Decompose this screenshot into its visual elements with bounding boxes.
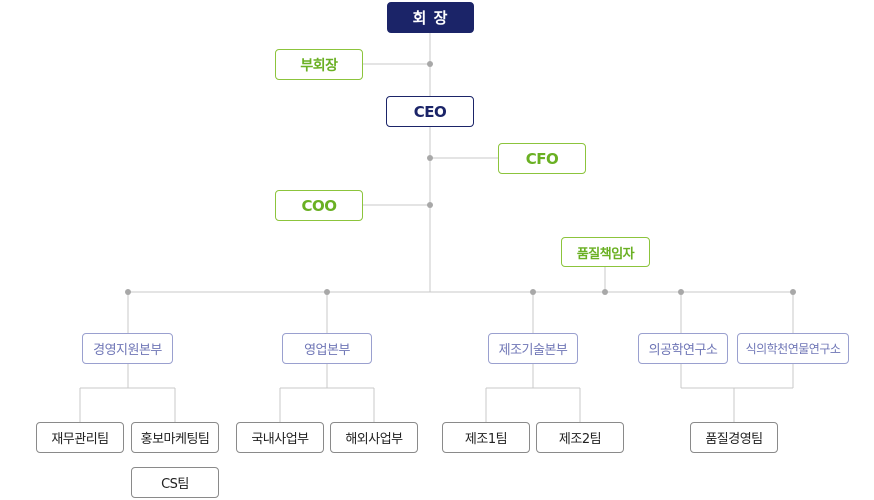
- team-domestic: 국내사업부: [236, 422, 324, 453]
- division-sales: 영업본부: [282, 333, 372, 364]
- quality-manager-box: 품질책임자: [561, 237, 650, 267]
- team-cs: CS팀: [131, 467, 219, 498]
- junction-dots: [125, 61, 796, 295]
- dot-food-lab: [790, 289, 796, 295]
- team-finance: 재무관리팀: [36, 422, 124, 453]
- dot-coo: [427, 202, 433, 208]
- division-management: 경영지원본부: [82, 333, 173, 364]
- dot-management: [125, 289, 131, 295]
- coo-box: COO: [275, 190, 363, 221]
- ceo-box: CEO: [386, 96, 474, 127]
- division-medical-lab: 의공학연구소: [638, 333, 728, 364]
- division-food-lab: 식의학천연물연구소: [737, 333, 849, 364]
- dot-manufacturing: [530, 289, 536, 295]
- cfo-box: CFO: [498, 143, 586, 174]
- dot-medical-lab: [678, 289, 684, 295]
- dot-vice-chairman: [427, 61, 433, 67]
- team-quality: 품질경영팀: [690, 422, 778, 453]
- dot-quality-manager: [602, 289, 608, 295]
- team-mfg2: 제조2팀: [536, 422, 624, 453]
- dot-sales: [324, 289, 330, 295]
- dot-cfo: [427, 155, 433, 161]
- connector-lines: [79, 33, 794, 422]
- vice-chairman-box: 부회장: [275, 49, 363, 80]
- team-mfg1: 제조1팀: [442, 422, 530, 453]
- chairman-box: 회 장: [387, 2, 474, 33]
- team-marketing: 홍보마케팅팀: [131, 422, 219, 453]
- team-overseas: 해외사업부: [330, 422, 418, 453]
- division-manufacturing: 제조기술본부: [488, 333, 578, 364]
